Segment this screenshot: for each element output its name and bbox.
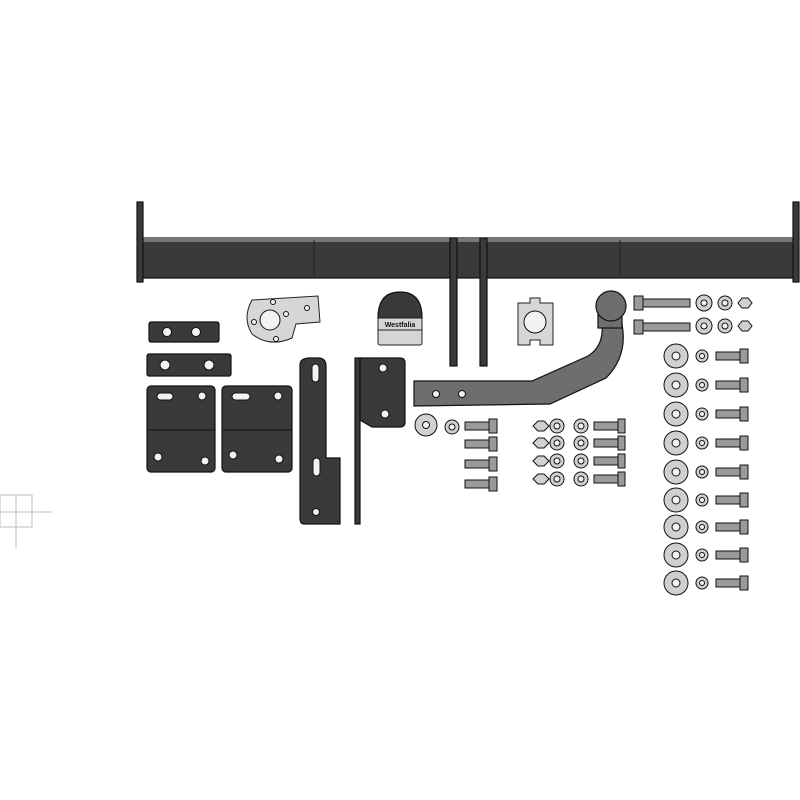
side-bracket-right — [354, 357, 406, 525]
washer-bolt-set — [663, 487, 749, 513]
washer-bolt-set — [663, 570, 749, 596]
spacer-plate-small — [148, 321, 220, 343]
tow-ball-arm — [413, 290, 627, 407]
socket-bracket — [246, 295, 321, 343]
washer-bolt-set — [663, 514, 749, 540]
washer-bolt-set — [663, 372, 749, 398]
cross-beam — [136, 201, 800, 367]
washer — [414, 413, 438, 437]
side-bracket-left — [299, 357, 341, 525]
washer-bolt-set — [663, 459, 749, 485]
socket-label: Westfalia — [385, 322, 416, 329]
lock-washer — [444, 419, 460, 435]
washer-bolt-set — [663, 343, 749, 369]
spacer-plate-small — [146, 353, 232, 377]
electrical-socket: Westfalia — [377, 291, 423, 346]
washer-bolt-set — [663, 542, 749, 568]
washer-bolt-set — [663, 430, 749, 456]
mounting-plate-left — [146, 385, 216, 473]
washer-bolt-column — [663, 343, 749, 596]
washer-bolt-set — [663, 401, 749, 427]
mounting-plate-right — [221, 385, 293, 473]
registration-mark — [0, 494, 52, 548]
long-bolts — [633, 294, 753, 335]
nut-washer-grid — [532, 418, 626, 487]
clamp-bracket — [517, 297, 554, 346]
bolt-set-short — [464, 418, 498, 492]
